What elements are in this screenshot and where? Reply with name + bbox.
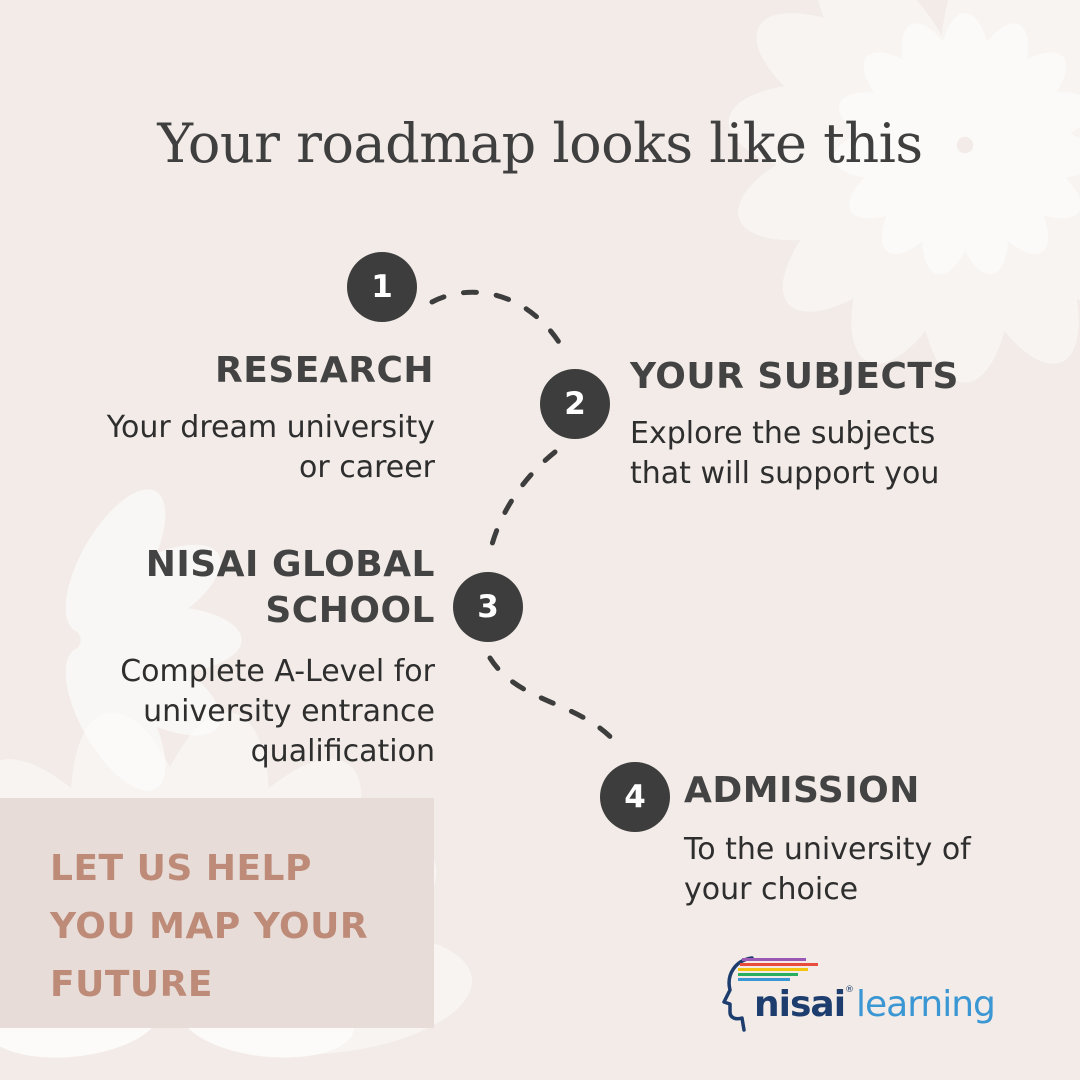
step-3-description: Complete A-Level for university entrance… (40, 652, 435, 772)
cta-line-2: YOU MAP YOUR (50, 906, 369, 947)
step-3-heading: NISAI GLOBAL SCHOOL (40, 542, 435, 634)
logo-registered: ® (845, 985, 854, 995)
step-1-description: Your dream university or career (40, 408, 435, 488)
step-1-heading: RESEARCH (215, 350, 434, 391)
logo-name: nisai (754, 984, 846, 1025)
logo-suffix: learning (856, 984, 996, 1025)
step-4-line-2: your choice (684, 872, 859, 907)
page-title: Your roadmap looks like this (157, 112, 923, 175)
head-profile-icon (722, 956, 754, 1032)
step-3-line-3: qualification (250, 734, 435, 769)
step-1-line-2: or career (298, 450, 435, 485)
step-1-badge: 1 (347, 252, 417, 322)
cta-text: LET US HELP YOU MAP YOUR FUTURE (50, 840, 420, 1014)
step-3-heading-line-2: SCHOOL (265, 590, 435, 631)
step-4-heading: ADMISSION (684, 770, 920, 811)
step-2-description: Explore the subjects that will support y… (630, 414, 1060, 494)
step-1-line-1: Your dream university (106, 410, 435, 445)
color-stripes-icon (738, 958, 818, 981)
step-3-line-2: university entrance (143, 694, 435, 729)
cta-box (0, 798, 434, 1028)
step-2-heading: YOUR SUBJECTS (630, 356, 959, 397)
nisai-learning-logo-mark (722, 956, 818, 1032)
step-2-line-2: that will support you (630, 456, 940, 491)
step-2-badge: 2 (540, 369, 610, 439)
cta-line-3: FUTURE (50, 964, 213, 1005)
step-4-description: To the university of your choice (684, 830, 1064, 910)
step-4-badge: 4 (600, 762, 670, 832)
step-3-heading-line-1: NISAI GLOBAL (145, 544, 435, 585)
step-3-line-1: Complete A-Level for (120, 654, 435, 689)
cta-line-1: LET US HELP (50, 848, 312, 889)
step-3-badge: 3 (453, 572, 523, 642)
step-2-line-1: Explore the subjects (630, 416, 936, 451)
step-4-line-1: To the university of (684, 832, 971, 867)
